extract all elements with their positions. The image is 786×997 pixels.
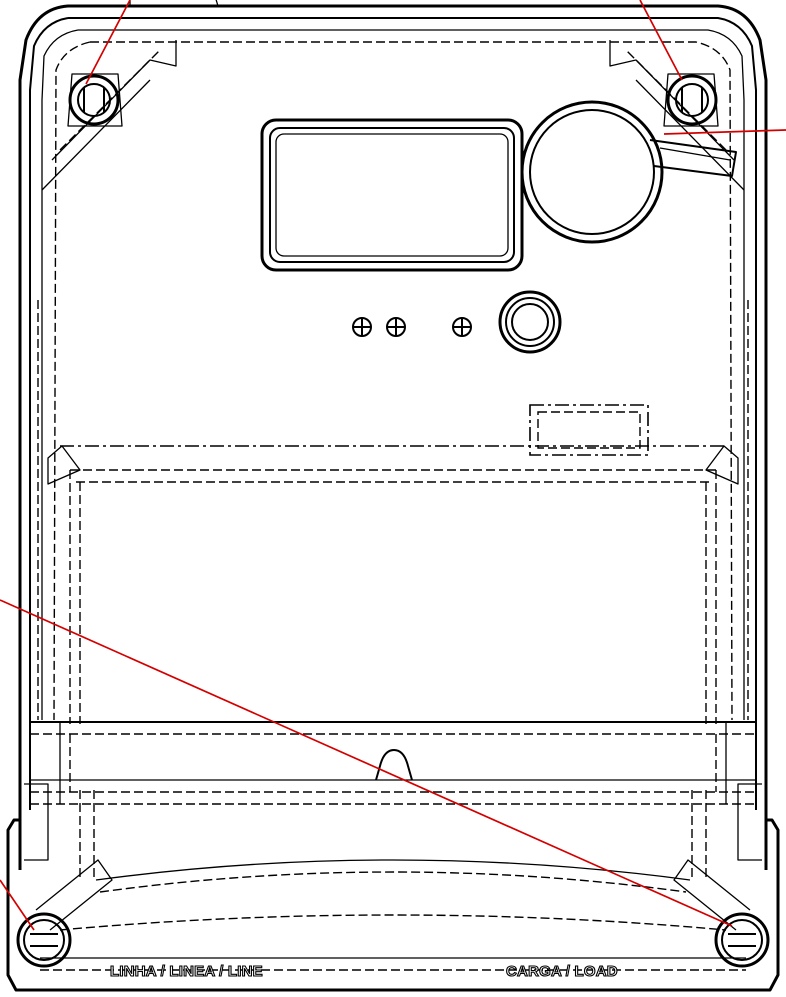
push-button (498, 290, 562, 354)
round-port (520, 100, 737, 244)
bottom-right-screw (714, 912, 770, 968)
terminal-cover-region (47, 445, 739, 724)
load-terminal-label: CARGA / LOAD (506, 963, 618, 980)
leader-port (663, 129, 786, 135)
lower-section (18, 783, 768, 971)
side-walls (29, 300, 757, 810)
indicator-holes (352, 317, 472, 337)
top-left-screw (67, 73, 123, 127)
housing-outline (6, 0, 780, 992)
indicator-hole-3 (452, 317, 472, 337)
indicator-hole-2 (386, 317, 406, 337)
indicator-hole-1 (352, 317, 372, 337)
leader-top-right (639, 0, 683, 81)
leader-top-left (85, 0, 131, 85)
top-corner-ribs (41, 40, 745, 191)
terminal-band (30, 721, 756, 805)
bottom-left-screw (16, 912, 72, 968)
top-right-screw (663, 73, 719, 127)
leader-lines (0, 0, 786, 931)
hidden-slot (529, 404, 649, 456)
leader-diagonal (0, 599, 733, 927)
line-terminal-label: LINHA / LINEA / LINE (110, 963, 263, 980)
display-window (260, 118, 524, 272)
leader-bottom-left (0, 879, 35, 931)
